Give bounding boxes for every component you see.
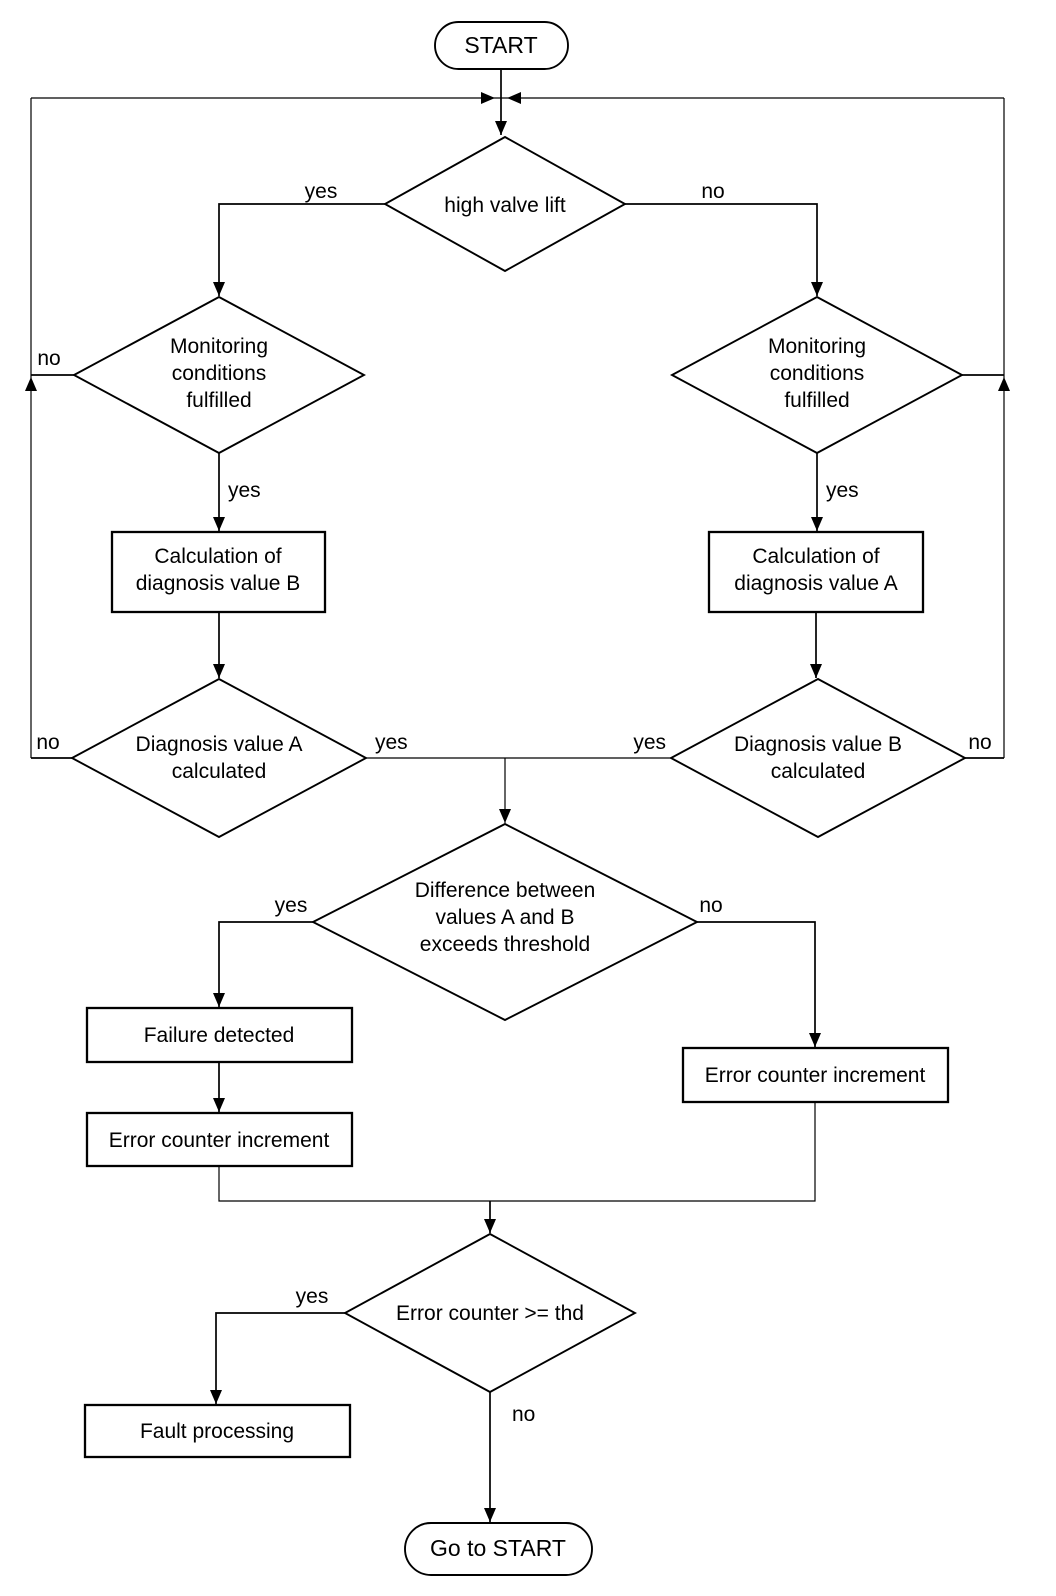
arrowhead-into-thd [484, 1219, 496, 1233]
arrowhead-into-errorright [809, 1033, 821, 1047]
calc-a-line2: diagnosis value A [734, 572, 897, 595]
arrowhead-left-rail-up [25, 377, 37, 391]
label-diag-a-yes: yes [375, 731, 408, 754]
label-mon-right-yes: yes [826, 479, 859, 502]
node-calc-a: Calculation of diagnosis value A [707, 530, 925, 614]
edges [30, 69, 1005, 1522]
error-counter-thd-label: Error counter >= thd [396, 1302, 584, 1325]
label-hvl-no: no [701, 180, 724, 203]
node-monitoring-left: Monitoring conditions fulfilled [71, 295, 367, 455]
node-goto-start: Go to START [404, 1522, 593, 1576]
arrowhead-rail-right-into-start-line [507, 92, 521, 104]
error-counter-right-process-shape [681, 1046, 950, 1104]
diag-a-calculated-line1: Diagnosis value A [136, 733, 303, 756]
node-diag-b-calculated: Diagnosis value B calculated [668, 677, 968, 839]
monitoring-left-diamond-shape [71, 295, 367, 455]
failure-detected-label: Failure detected [144, 1024, 295, 1047]
arrowhead-right-rail-up [998, 377, 1010, 391]
monitoring-left-line2: conditions [172, 362, 267, 385]
calc-b-line1: Calculation of [154, 545, 281, 568]
label-diag-a-no: no [36, 731, 59, 754]
label-thd-no: no [512, 1403, 535, 1426]
diag-b-calculated-line2: calculated [771, 760, 866, 783]
fault-processing-label: Fault processing [140, 1420, 294, 1443]
arrowhead-into-diaga [213, 664, 225, 678]
difference-line2: values A and B [436, 906, 575, 929]
edge-diff-yes [218, 921, 313, 1007]
calc-a-line1: Calculation of [752, 545, 879, 568]
arrowhead-into-mon-right [811, 282, 823, 296]
high-valve-lift-label: high valve lift [444, 194, 566, 217]
monitoring-right-line3: fulfilled [784, 389, 849, 412]
label-thd-yes: yes [296, 1285, 329, 1308]
diag-b-calculated-diamond-shape [668, 677, 968, 839]
node-diag-a-calculated: Diagnosis value A calculated [69, 677, 369, 839]
edge-diff-no [697, 921, 816, 1047]
edge-hvl-no [625, 203, 818, 296]
monitoring-left-line3: fulfilled [186, 389, 251, 412]
difference-line1: Difference between [415, 879, 596, 902]
monitoring-right-line1: Monitoring [768, 335, 866, 358]
node-failure-detected: Failure detected [85, 1006, 354, 1064]
node-monitoring-right: Monitoring conditions fulfilled [669, 295, 965, 455]
failure-detected-process-shape [85, 1006, 354, 1064]
label-diag-b-no: no [968, 731, 991, 754]
node-high-valve-lift: high valve lift [383, 135, 627, 273]
error-counter-thd-diamond-shape [343, 1232, 637, 1394]
node-difference: Difference between values A and B exceed… [310, 822, 700, 1022]
node-error-counter-left: Error counter increment [85, 1111, 354, 1168]
label-diff-no: no [699, 894, 722, 917]
arrowhead-into-calca [811, 517, 823, 531]
arrowhead-into-difference [499, 809, 511, 823]
goto-start-terminator-shape [404, 1522, 593, 1576]
arrowhead-into-diagb [810, 664, 822, 678]
edge-labels: yes no no yes yes no yes yes no yes no y… [36, 180, 991, 1426]
fault-processing-process-shape [83, 1403, 352, 1459]
label-mon-left-no: no [37, 347, 60, 370]
monitoring-right-diamond-shape [669, 295, 965, 455]
label-hvl-yes: yes [305, 180, 338, 203]
calc-b-line2: diagnosis value B [136, 572, 301, 595]
diag-a-calculated-line2: calculated [172, 760, 267, 783]
arrowhead-into-fault [210, 1390, 222, 1404]
start-terminator-shape [434, 21, 569, 70]
edge-thd-yes [215, 1312, 345, 1404]
calc-a-process-shape [707, 530, 925, 614]
edge-hvl-yes [218, 203, 385, 296]
calc-b-process-shape [110, 530, 327, 614]
monitoring-left-line1: Monitoring [170, 335, 268, 358]
label-diff-yes: yes [275, 894, 308, 917]
error-counter-left-label: Error counter increment [109, 1129, 330, 1152]
arrowhead-into-calcb [213, 517, 225, 531]
arrowhead-into-hvl [495, 121, 507, 135]
high-valve-lift-diamond-shape [383, 135, 627, 273]
start-label: START [464, 32, 537, 58]
diag-b-calculated-line1: Diagnosis value B [734, 733, 902, 756]
node-error-counter-right: Error counter increment [681, 1046, 950, 1104]
difference-line3: exceeds threshold [420, 933, 590, 956]
edge-errorleft-to-junction [218, 1166, 490, 1202]
node-start: START [434, 21, 569, 70]
monitoring-right-line2: conditions [770, 362, 865, 385]
arrowhead-rail-left-into-start-line [481, 92, 495, 104]
error-counter-right-label: Error counter increment [705, 1064, 926, 1087]
label-mon-left-yes: yes [228, 479, 261, 502]
node-error-counter-thd: Error counter >= thd [343, 1232, 637, 1394]
node-calc-b: Calculation of diagnosis value B [110, 530, 327, 614]
label-diag-b-yes: yes [633, 731, 666, 754]
difference-diamond-shape [310, 822, 700, 1022]
error-counter-left-process-shape [85, 1111, 354, 1168]
arrowhead-into-mon-left [213, 282, 225, 296]
goto-start-label: Go to START [430, 1535, 566, 1561]
edge-errorright-to-junction [490, 1102, 816, 1202]
node-fault-processing: Fault processing [83, 1403, 352, 1459]
diag-a-calculated-diamond-shape [69, 677, 369, 839]
arrowhead-into-failure [213, 993, 225, 1007]
arrowhead-into-errorleft [213, 1098, 225, 1112]
arrowhead-into-goto [484, 1508, 496, 1522]
arrowheads [25, 92, 1010, 1522]
